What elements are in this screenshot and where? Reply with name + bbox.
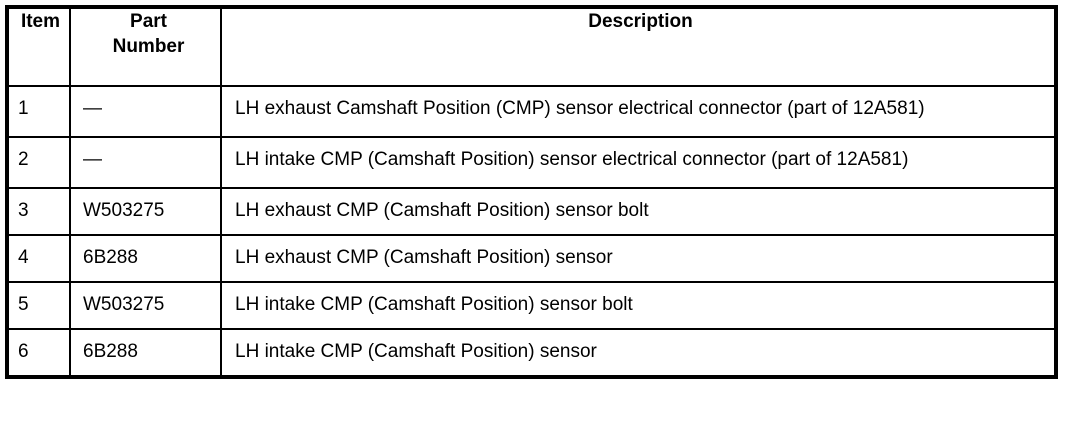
table-body: 1 — LH exhaust Camshaft Position (CMP) s… [9, 86, 1054, 375]
table-row: 6 6B288 LH intake CMP (Camshaft Position… [9, 329, 1054, 375]
part-number: W503275 [83, 200, 165, 221]
description-text: LH intake CMP (Camshaft Position) sensor [235, 341, 597, 362]
cell-item: 3 [9, 188, 71, 236]
cell-part-number: — [70, 137, 222, 189]
parts-and-components-table: Item Part Number Description [9, 9, 1054, 375]
cell-description: LH exhaust Camshaft Position (CMP) senso… [221, 86, 1054, 138]
cell-item: 4 [9, 235, 71, 283]
item-number: 3 [18, 200, 29, 221]
cell-description: LH intake CMP (Camshaft Position) sensor [221, 329, 1054, 375]
column-header-item: Item [9, 9, 71, 87]
cell-part-number: 6B288 [70, 329, 222, 375]
table-row: 4 6B288 LH exhaust CMP (Camshaft Positio… [9, 235, 1054, 283]
description-text: LH exhaust Camshaft Position (CMP) senso… [235, 98, 925, 119]
column-header-item-label: Item [20, 11, 61, 32]
table-row: 3 W503275 LH exhaust CMP (Camshaft Posit… [9, 188, 1054, 236]
table-row: 1 — LH exhaust Camshaft Position (CMP) s… [9, 86, 1054, 138]
cell-part-number: — [70, 86, 222, 138]
cell-item: 2 [9, 137, 71, 189]
description-text: LH exhaust CMP (Camshaft Position) senso… [235, 200, 649, 221]
table-header-row: Item Part Number Description [9, 9, 1054, 87]
cell-description: LH intake CMP (Camshaft Position) sensor… [221, 137, 1054, 189]
description-text: LH exhaust CMP (Camshaft Position) senso… [235, 247, 613, 268]
item-number: 2 [18, 149, 29, 170]
cell-part-number: W503275 [70, 188, 222, 236]
item-number: 1 [18, 98, 29, 119]
column-header-description: Description [221, 9, 1054, 87]
column-header-part-number-line1: Part [130, 11, 167, 32]
cell-item: 1 [9, 86, 71, 138]
column-header-description-label: Description [588, 11, 693, 32]
part-number: 6B288 [83, 341, 138, 362]
item-number: 5 [18, 294, 29, 315]
item-number: 6 [18, 341, 29, 362]
description-text: LH intake CMP (Camshaft Position) sensor… [235, 294, 633, 315]
item-number: 4 [18, 247, 29, 268]
column-header-part-number: Part Number [70, 9, 222, 87]
parts-table-container: Item Part Number Description [5, 5, 1058, 379]
column-header-part-number-line2: Number [112, 36, 185, 57]
table-row: 2 — LH intake CMP (Camshaft Position) se… [9, 137, 1054, 189]
cell-item: 5 [9, 282, 71, 330]
table-row: 5 W503275 LH intake CMP (Camshaft Positi… [9, 282, 1054, 330]
cell-part-number: 6B288 [70, 235, 222, 283]
description-text: LH intake CMP (Camshaft Position) sensor… [235, 149, 909, 170]
cell-description: LH intake CMP (Camshaft Position) sensor… [221, 282, 1054, 330]
cell-description: LH exhaust CMP (Camshaft Position) senso… [221, 235, 1054, 283]
table-header: Item Part Number Description [9, 9, 1054, 87]
part-number: W503275 [83, 294, 165, 315]
part-number: — [83, 98, 102, 119]
cell-part-number: W503275 [70, 282, 222, 330]
part-number: — [83, 149, 102, 170]
cell-description: LH exhaust CMP (Camshaft Position) senso… [221, 188, 1054, 236]
cell-item: 6 [9, 329, 71, 375]
part-number: 6B288 [83, 247, 138, 268]
